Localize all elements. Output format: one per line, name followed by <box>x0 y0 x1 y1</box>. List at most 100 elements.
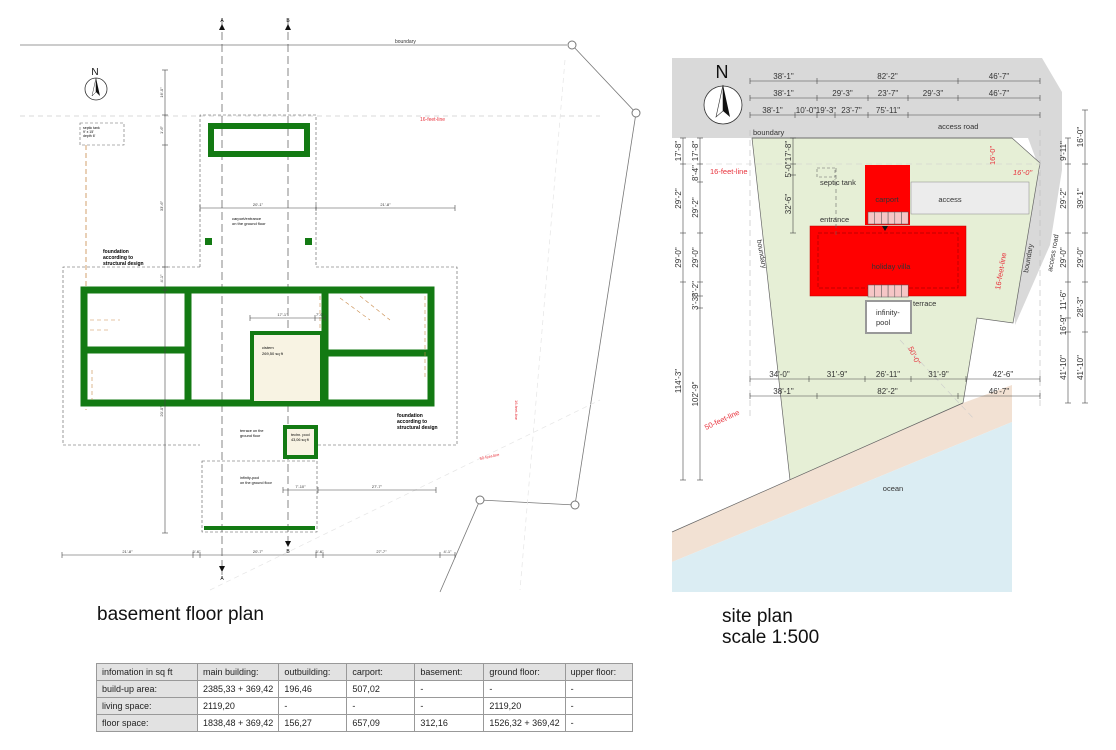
dimension-label: 5'-6" <box>316 549 325 554</box>
access-road <box>672 58 1062 325</box>
holiday-villa-label: holiday villa <box>872 262 912 271</box>
table-header-cell: infomation in sq ft <box>96 663 198 681</box>
dimension-label: 29'-2" <box>691 197 700 218</box>
dimension-label: 21'-8" <box>380 202 391 207</box>
septic-tank <box>816 167 836 178</box>
access-label: access <box>938 195 962 204</box>
foundation-label: foundation <box>103 249 129 255</box>
infinity-pool-outline <box>201 460 318 533</box>
table-cell: - <box>346 697 416 715</box>
dimension-label: 29'-3" <box>832 89 853 98</box>
dimension-label: 7'-6" <box>316 312 325 317</box>
dimension-label: 17'-8" <box>674 141 683 162</box>
section-marker-icon <box>219 566 225 572</box>
table-cell: 507,02 <box>346 680 416 698</box>
boundary-point <box>570 500 580 510</box>
dimension-label: 1'-6" <box>159 125 164 134</box>
dimension-label: 46'-7" <box>989 387 1010 396</box>
dimension-label: 21'-8" <box>122 549 133 554</box>
holiday-villa <box>809 225 967 297</box>
table-cell: 196,46 <box>278 680 348 698</box>
setback-16-label: 16-feet-line <box>710 167 748 176</box>
section-marker-icon <box>285 541 291 547</box>
dimension-label: 38'-1" <box>773 89 794 98</box>
dimension-label: 31'-9" <box>827 370 848 379</box>
section-a-label: A <box>220 18 224 24</box>
dimension-label: 75'-11" <box>876 106 900 115</box>
stair-step <box>881 284 889 298</box>
basement-plan-title: basement floor plan <box>97 604 264 625</box>
basement-floor-plan: boundary 16-feet-line 50-feet-line 16-fe… <box>20 18 641 593</box>
dimension-label: 27'-7" <box>372 484 383 489</box>
stair-step <box>867 284 875 298</box>
setback-50-label: 50-feet-line <box>479 452 500 461</box>
dimension-label: 4'-1" <box>159 274 164 283</box>
dimension-label: 28'-3" <box>1076 297 1085 318</box>
stairs <box>867 211 909 298</box>
dimension-label: 4'-1" <box>444 549 453 554</box>
dimension-label: 17'-8" <box>784 141 793 162</box>
boundary-label: boundary <box>753 128 785 137</box>
infinity-pool-label-2: pool <box>876 318 891 327</box>
stair-step <box>874 211 882 225</box>
north-arrow-icon <box>703 84 743 125</box>
septic-tank-depth: depth 6' <box>83 134 96 138</box>
table-header-cell: ground floor: <box>483 663 566 681</box>
dimension-label: 29'-0" <box>691 247 700 268</box>
dimension-label: 23'-7" <box>841 106 862 115</box>
access-drive <box>910 181 1030 215</box>
column-footing <box>305 238 312 245</box>
table-cell: - <box>414 697 485 715</box>
north-arrow-icon <box>84 77 108 101</box>
ocean <box>672 422 1012 592</box>
beach <box>672 385 1012 562</box>
dimension-label: 9'-11" <box>1059 141 1068 161</box>
basement-dimensions: 20'-1"21'-8"7'-10"27'-7"17'-1"7'-6"21'-8… <box>61 69 456 558</box>
cistern-label: cistern <box>262 345 274 350</box>
dimension-label: 5'-6" <box>193 549 202 554</box>
dimension-label: 38'-1" <box>773 72 794 81</box>
foundation-label: structural design <box>103 261 144 267</box>
setback-50-label: 50-feet-line <box>703 408 741 432</box>
dimension-label: 29'-3" <box>923 89 944 98</box>
dimension-label: 8'-4" <box>691 165 700 181</box>
stair-step <box>887 284 896 298</box>
foundation-label: according to <box>103 255 133 261</box>
carport-outline <box>199 114 317 267</box>
dimension-label: 20'-7" <box>253 549 264 554</box>
techn-pool-label: techn. pool <box>291 433 310 437</box>
dimension-label: 10'-0" <box>796 106 817 115</box>
table-header-cell: basement: <box>414 663 485 681</box>
infinity-pool-label: infinity- <box>876 308 900 317</box>
setback-16-dim: 16'-0" <box>988 146 997 165</box>
table-cell: - <box>564 680 633 698</box>
table-header-cell: carport: <box>346 663 416 681</box>
site-plan-title: site plan <box>722 606 793 627</box>
access-road-label: access road <box>938 122 978 131</box>
section-b-label: B <box>286 18 290 24</box>
section-a-label: A <box>220 576 224 582</box>
dimension-label: 3'-3" <box>691 294 700 310</box>
dimension-label: 8'-2" <box>691 281 700 297</box>
table-header-cell: upper floor: <box>564 663 633 681</box>
setback-line <box>519 59 566 591</box>
site-plan: N boundary access road septic tank carpo… <box>671 58 1088 592</box>
section-marker-icon <box>219 24 225 30</box>
table-cell: 2385,33 + 369,42 <box>196 680 280 698</box>
dimension-label: 42'-6" <box>993 370 1014 379</box>
stair-step <box>894 211 902 225</box>
dimension-label: 29'-2" <box>1059 188 1068 209</box>
table-cell: 156,27 <box>278 714 348 732</box>
septic-tank <box>79 122 125 146</box>
dimension-label: 29'-0" <box>1076 247 1085 268</box>
building-outline <box>316 266 458 446</box>
techn-pool-area: 43,06 sq ft <box>291 438 310 442</box>
coast-boundary <box>671 402 964 533</box>
north-label: N <box>716 62 729 82</box>
dimension-label: 114'-3" <box>674 369 683 393</box>
infinity-pool <box>865 300 912 334</box>
dimension-label: 23'-7" <box>878 89 899 98</box>
boundary-point <box>567 40 577 50</box>
